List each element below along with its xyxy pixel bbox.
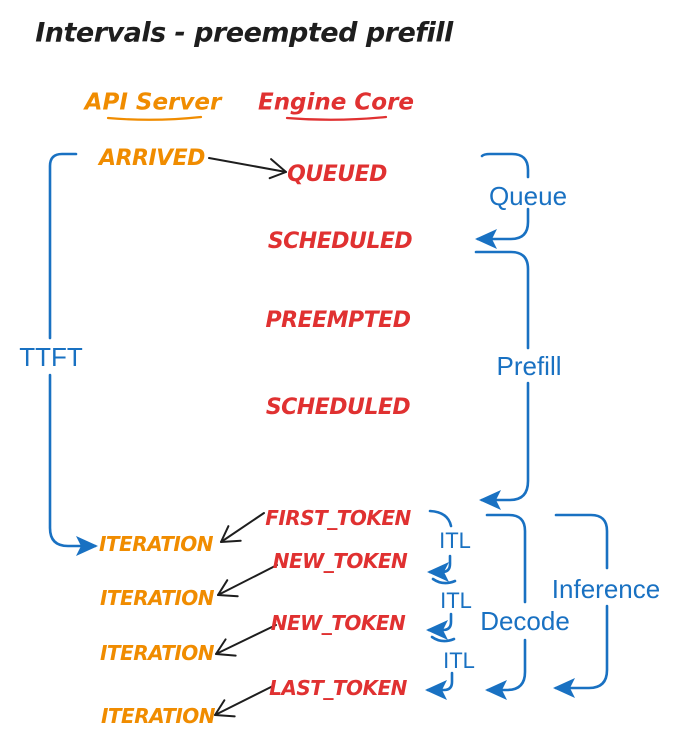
event-new-token-1: NEW_TOKEN xyxy=(272,549,408,573)
interval-label-queue: Queue xyxy=(488,181,568,211)
inference-bracket-top xyxy=(554,513,609,570)
itl-arrow-1-tail xyxy=(431,577,457,585)
event-iteration-4: ITERATION xyxy=(100,704,216,728)
arrow-first-token-to-iteration-1 xyxy=(220,512,265,543)
interval-label-inference: Inference xyxy=(551,574,661,604)
itl-arrow-2 xyxy=(426,612,453,640)
event-iteration-1: ITERATION xyxy=(98,532,214,556)
event-first-token: FIRST_TOKEN xyxy=(265,506,411,530)
event-iteration-3: ITERATION xyxy=(99,641,215,665)
arrow-arrived-to-queued xyxy=(208,157,287,180)
column-header-api-server: API Server xyxy=(84,89,222,116)
queue-bracket-top xyxy=(480,152,530,179)
interval-label-ttft: TTFT xyxy=(19,342,83,372)
engine-core-underline xyxy=(285,115,388,121)
event-last-token: LAST_TOKEN xyxy=(269,676,407,700)
interval-label-itl-3: ITL xyxy=(443,648,475,673)
diagram-title: Intervals - preempted prefill xyxy=(35,17,453,49)
decode-bracket-bottom-arrow xyxy=(485,638,527,700)
event-arrived: ARRIVED xyxy=(99,146,205,171)
itl-arrow-2-tail xyxy=(430,635,456,643)
decode-bracket-top xyxy=(485,513,527,604)
interval-label-itl-2: ITL xyxy=(440,588,472,613)
inference-bracket-bottom-arrow xyxy=(553,604,609,698)
event-scheduled-1: SCHEDULED xyxy=(267,229,413,254)
itl-arrow-3 xyxy=(425,671,454,700)
event-new-token-2: NEW_TOKEN xyxy=(270,611,406,635)
interval-label-decode: Decode xyxy=(480,606,570,636)
ttft-bracket-top xyxy=(48,152,78,340)
interval-label-prefill: Prefill xyxy=(496,351,562,381)
event-queued: QUEUED xyxy=(287,162,387,187)
prefill-bracket-bottom-arrow xyxy=(479,381,530,510)
column-header-engine-core: Engine Core xyxy=(257,89,415,116)
ttft-bracket-bottom-arrow xyxy=(48,373,98,556)
event-iteration-2: ITERATION xyxy=(99,586,215,610)
itl-arrow-1 xyxy=(427,554,452,582)
api-server-underline xyxy=(106,115,203,121)
queue-bracket-bottom-arrow xyxy=(475,207,530,249)
arrow-last-token-to-iteration-4 xyxy=(214,685,274,718)
itl-bracket-intro-curve xyxy=(428,509,453,528)
arrow-new-token-2-to-iteration-3 xyxy=(215,624,277,657)
event-preempted: PREEMPTED xyxy=(265,308,411,333)
event-scheduled-2: SCHEDULED xyxy=(265,395,411,420)
arrow-new-token-1-to-iteration-2 xyxy=(217,564,278,598)
interval-label-itl-1: ITL xyxy=(439,528,471,553)
prefill-bracket-top xyxy=(474,250,530,350)
